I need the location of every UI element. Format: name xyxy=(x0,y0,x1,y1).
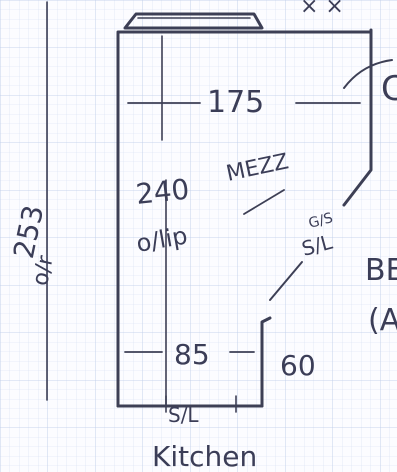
right-edge-label-1: BE xyxy=(365,253,397,288)
right-top-c-label: C xyxy=(381,69,397,109)
door-swing-line xyxy=(269,261,303,301)
top-hood-outline xyxy=(123,12,264,30)
right-short-wall xyxy=(260,316,272,408)
inner-height-label: 240 xyxy=(134,173,191,211)
bottom-label: S/L xyxy=(168,403,199,427)
right-upper-wall xyxy=(342,28,373,207)
top-marks-label: × × xyxy=(300,0,344,19)
side-height-label: 60 xyxy=(280,349,316,382)
door-arc-note-label: G/S xyxy=(307,210,335,232)
note-strike xyxy=(243,189,285,215)
right-arc xyxy=(343,59,393,89)
room-name-label: Kitchen xyxy=(152,440,257,472)
small-width-label: 85 xyxy=(174,338,210,371)
right-edge-label-2: (A xyxy=(368,303,397,338)
width-top-label: 175 xyxy=(207,85,264,120)
